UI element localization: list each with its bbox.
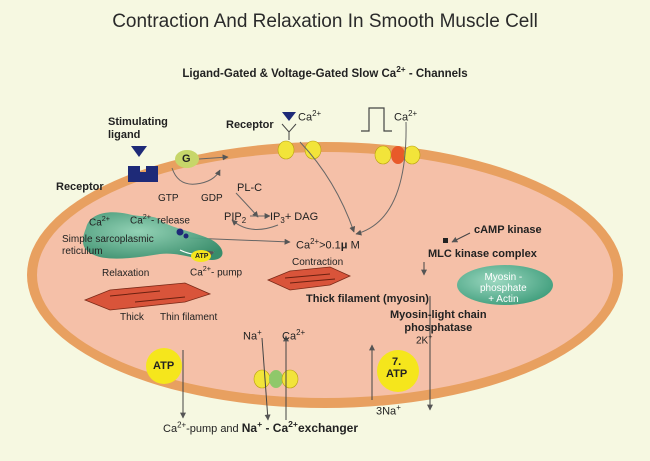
- thick-label: Thick: [120, 312, 144, 323]
- two-k-label: 2K+: [416, 332, 433, 347]
- voltage-pulse: [361, 107, 392, 132]
- stimulating-ligand-label: Stimulating ligand: [108, 116, 168, 141]
- g-protein-label: G: [182, 153, 191, 165]
- atp-small-label: ATP: [195, 253, 209, 260]
- g-protein-shape: [175, 150, 199, 168]
- myosin-actin-label: Myosin - phosphate + Actin: [480, 272, 527, 305]
- relaxation-filament: [83, 282, 212, 311]
- receptor-top-triangle: [282, 112, 296, 121]
- ca-concentration-label: Ca2+>0.1μ M: [296, 237, 360, 252]
- contraction-filament: [266, 266, 351, 291]
- ligand-triangle: [131, 146, 147, 157]
- sarcoplasmic-reticulum: [82, 212, 223, 260]
- bottom-caption: Ca2+-pump and Na+ - Ca2+exchanger: [163, 419, 359, 435]
- receptor-top-stem: [281, 123, 297, 140]
- na-ca-exchanger-channel: [253, 369, 299, 389]
- na-in-label: Na+: [243, 328, 262, 343]
- thin-filament-label: Thin filament: [160, 312, 218, 323]
- g-protein-arrow: [198, 154, 229, 161]
- receptor-left-shape: [128, 166, 158, 182]
- atp-left-shape: [146, 348, 182, 384]
- diagram-title: Contraction And Relaxation In Smooth Mus…: [112, 11, 538, 32]
- atp-small-shape: [191, 250, 211, 262]
- receptor-left-label: Receptor: [56, 181, 104, 193]
- ca-sr-label: Ca2+: [89, 214, 110, 229]
- gtp-label: GTP: [158, 193, 179, 204]
- ip3-to-sr-arrow: [231, 219, 279, 230]
- atp-right-label: 7. ATP: [386, 356, 408, 380]
- ca-influx-arrow-2: [355, 121, 407, 236]
- myosin-actin-complex: [457, 265, 553, 305]
- diagram-subtitle: Ligand-Gated & Voltage-Gated Slow Ca2+ -…: [182, 65, 468, 80]
- relaxation-label: Relaxation: [102, 268, 150, 279]
- camp-arrow: [451, 232, 471, 243]
- ligand-gated-ca-channel: [277, 140, 322, 160]
- sr-channel-icon: [176, 228, 184, 236]
- phosphatase-label: Myosin-light chain phosphatase: [390, 309, 487, 334]
- sr-channel-icon-2: [183, 233, 189, 239]
- pip2-label: PIP2: [224, 211, 247, 226]
- ca-label-top-1: Ca2+: [298, 109, 322, 124]
- ca-label-top-2: Ca2+: [394, 109, 418, 124]
- ca-influx-arrow-1: [299, 141, 356, 233]
- ca-pump-sr-label: Ca2+- pump: [190, 264, 243, 279]
- sr-name-label: Simple sarcoplasmic reticulum: [62, 234, 154, 257]
- thick-filament-label: Thick filament (myosin): [306, 293, 429, 305]
- na-in-arrow: [261, 337, 271, 421]
- atp-right-shape: [377, 350, 419, 392]
- camp-kinase-label: cAMP kinase: [474, 224, 542, 236]
- ip3-dag-label: IP3+ DAG: [270, 211, 319, 226]
- camp-kinase-marker: [443, 238, 448, 243]
- atp-left-label: ATP: [153, 360, 175, 372]
- voltage-gated-ca-channel: [374, 145, 421, 165]
- mlc-kinase-complex-label: MLC kinase complex: [428, 248, 537, 260]
- plc-label: PL-C: [237, 182, 263, 194]
- receptor-top-label: Receptor: [226, 119, 274, 131]
- ca-in-label: Ca2+: [282, 328, 306, 343]
- gtp-gdp-cycle: [171, 167, 221, 185]
- three-na-label: 3Na+: [376, 403, 401, 418]
- contraction-label: Contraction: [292, 257, 344, 268]
- gdp-label: GDP: [201, 193, 223, 204]
- ca-release-label: Ca2+- release: [130, 212, 190, 227]
